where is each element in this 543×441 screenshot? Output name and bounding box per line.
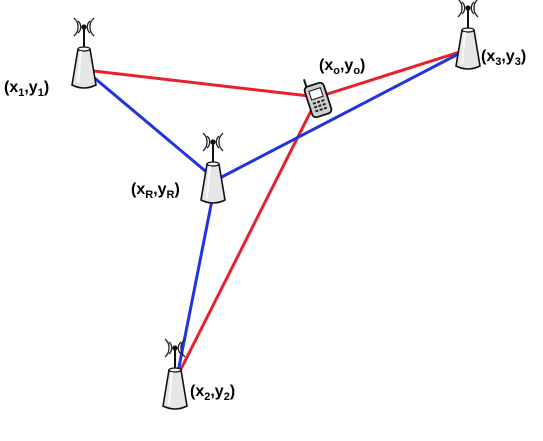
blue-link-tower1-reference (84, 68, 217, 182)
tower1-label: (x1,y1) (4, 79, 49, 99)
blue-link-reference-tower2 (175, 179, 218, 378)
link-lines (84, 48, 467, 378)
mobile-phone-icon (302, 79, 333, 119)
radio-tower-icon (71, 17, 97, 89)
red-link-tower1-phone (84, 68, 319, 99)
tower2-label: (x2,y2) (190, 383, 235, 403)
phone-label: (xo,yo) (319, 57, 365, 77)
tower3-label: (x3,y3) (481, 48, 526, 68)
reference-label: (xR,yR) (131, 181, 180, 201)
radio-tower-icon (200, 132, 226, 204)
radio-tower-icon (455, 0, 481, 70)
blue-link-reference-tower3 (215, 48, 467, 182)
red-link-phone-tower2 (175, 96, 320, 378)
red-link-phone-tower3 (317, 48, 467, 99)
